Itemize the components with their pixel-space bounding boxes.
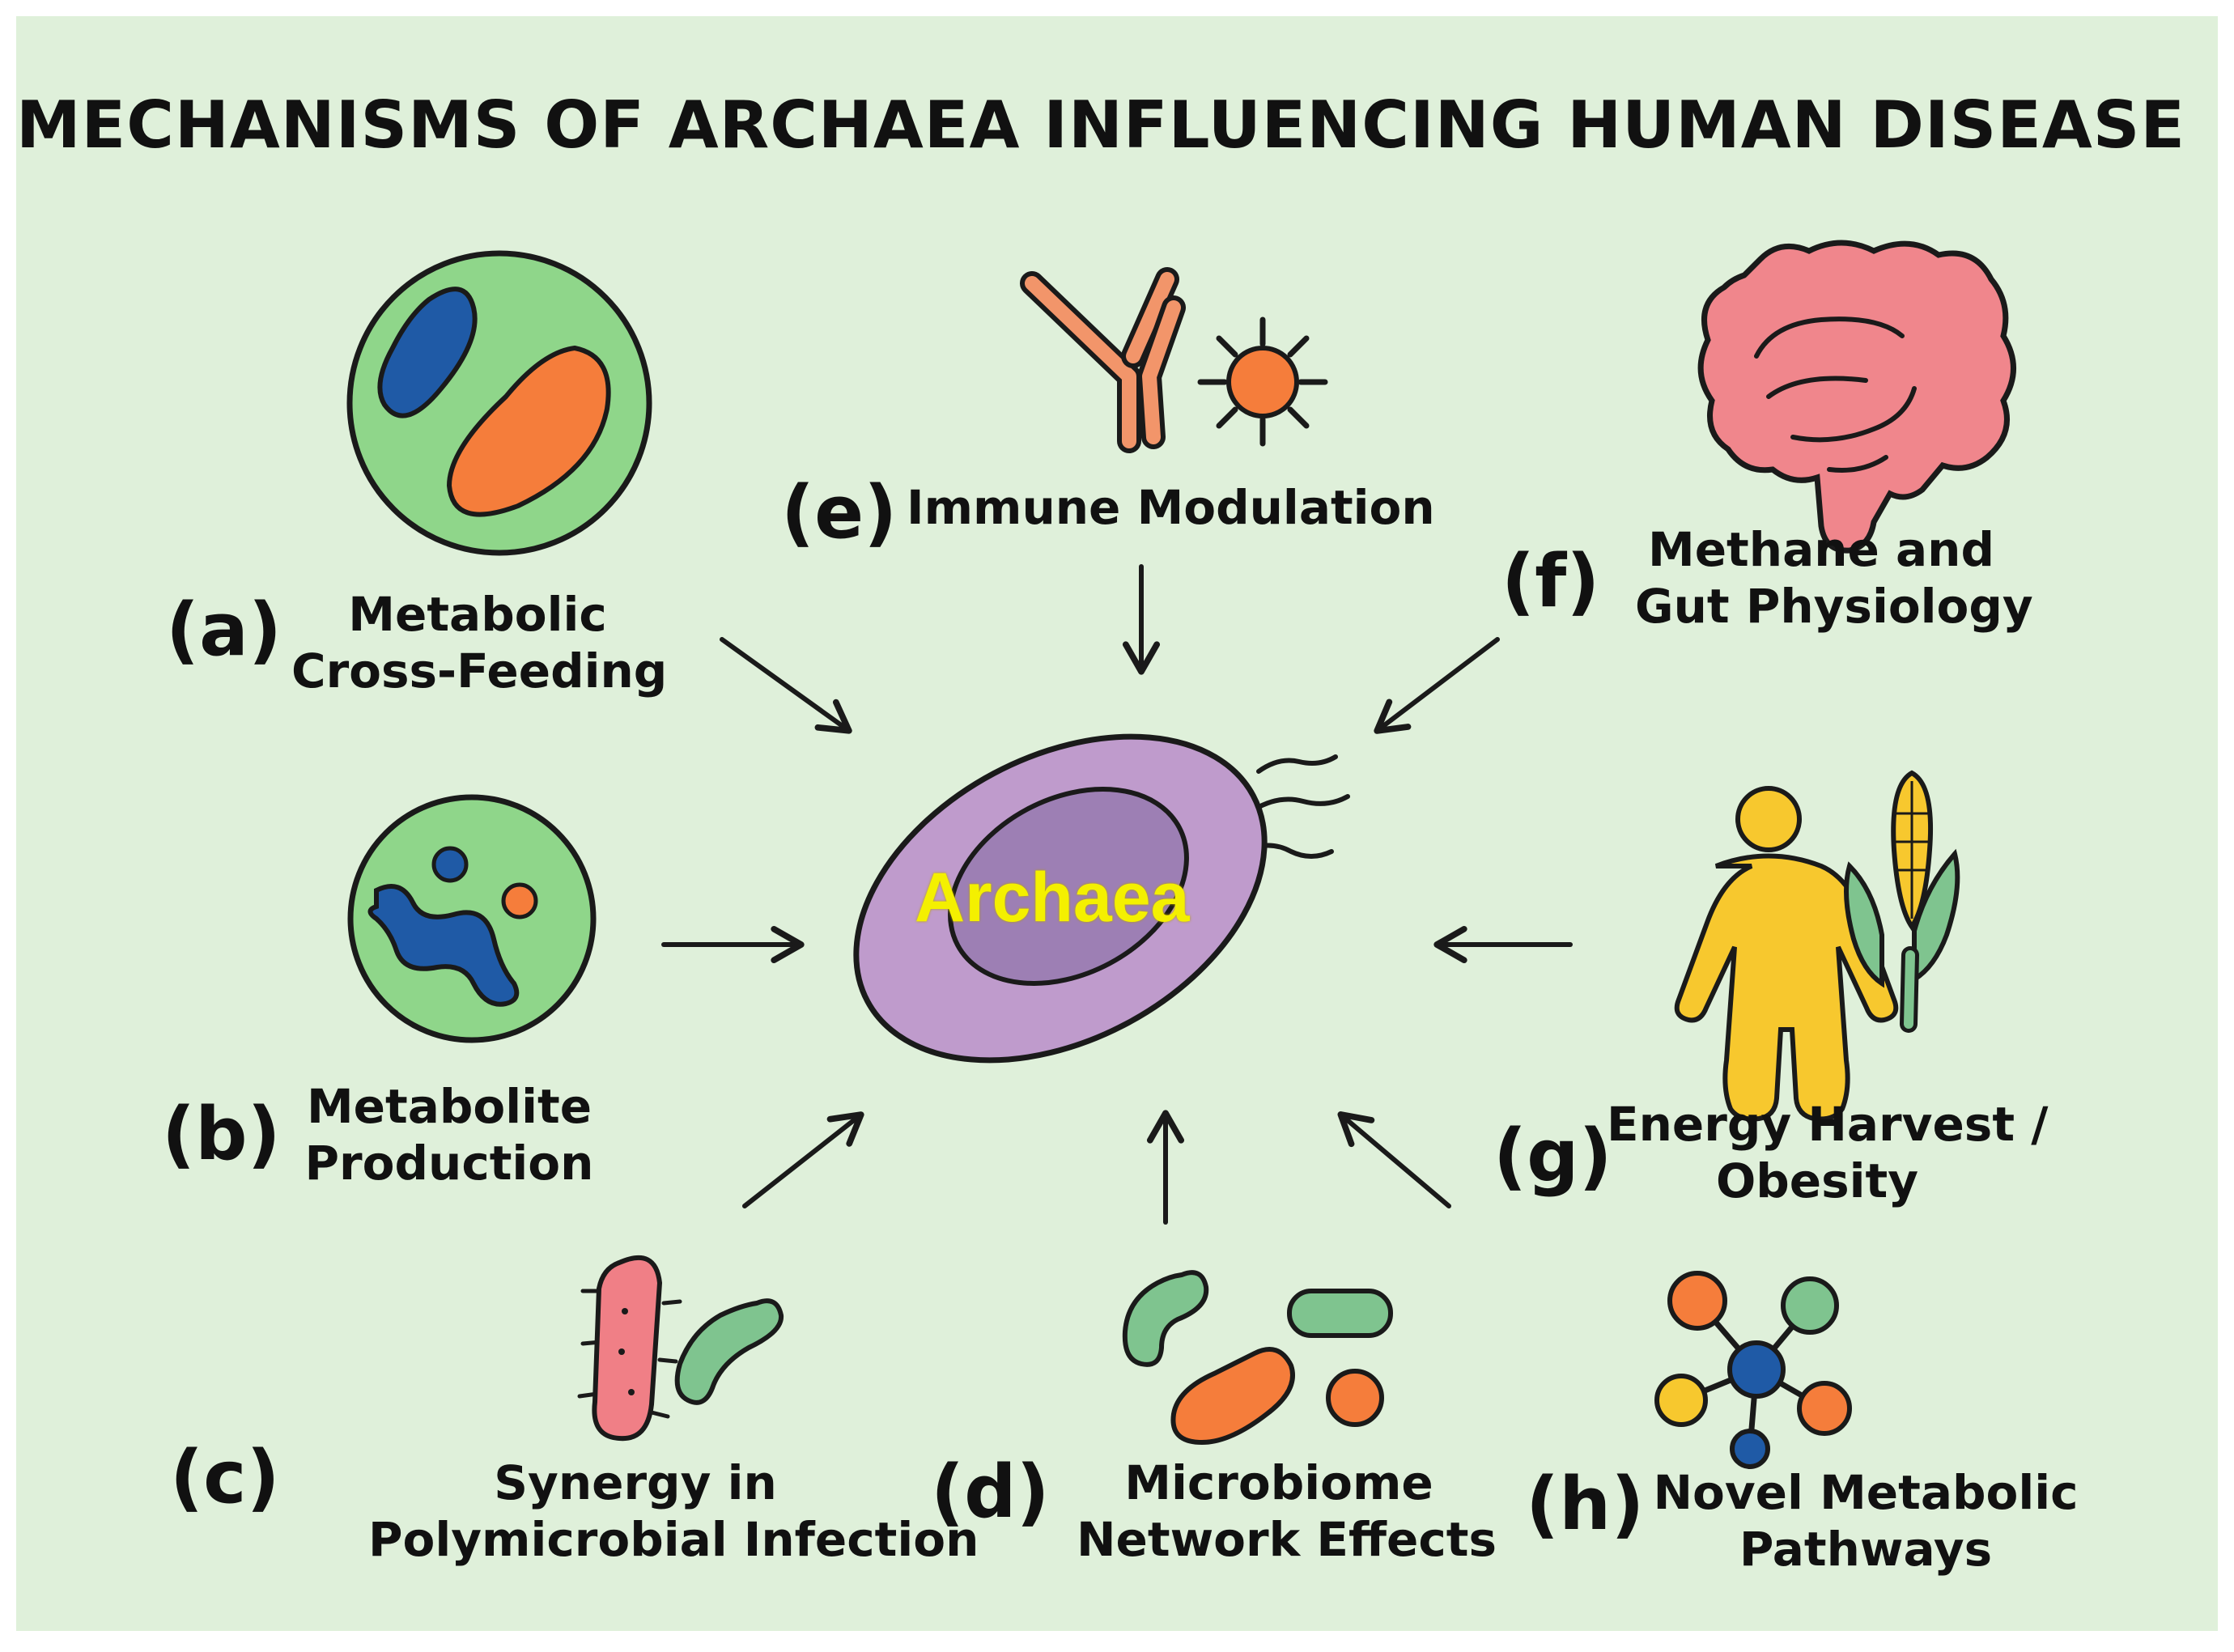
key-g: (g) [1493, 1114, 1612, 1199]
molecule-network-icon [1654, 1271, 1852, 1469]
bacteria-pair-icon [577, 1255, 784, 1442]
label-g: Energy Harvest /Obesity [1607, 1097, 2049, 1208]
arrows [661, 564, 1573, 1225]
microbe-cluster-icon [1122, 1270, 1393, 1446]
diagram-title: MECHANISMS OF ARCHAEA INFLUENCING HUMAN … [15, 87, 2186, 163]
cell-metabolite-icon [347, 794, 597, 1043]
antibody-antigen-icon [1020, 267, 1328, 453]
key-b: (b) [162, 1092, 281, 1177]
person-corn-icon [1674, 770, 1960, 1122]
label-e: Immune Modulation [907, 480, 1435, 535]
arrow-h [1337, 1111, 1451, 1208]
arrow-a [720, 637, 852, 734]
intestine-icon [1697, 240, 2016, 554]
diagram-graphics [346, 240, 2016, 1469]
key-h: (h) [1526, 1462, 1645, 1547]
center-label: Archaea [915, 859, 1190, 936]
archaea-cell-icon [853, 733, 1350, 1064]
key-e: (e) [781, 470, 898, 555]
key-c: (c) [170, 1435, 280, 1520]
key-a: (a) [166, 588, 282, 673]
diagram-canvas [16, 16, 2218, 1631]
arrow-c [742, 1111, 864, 1208]
key-f: (f) [1501, 539, 1600, 624]
key-d: (d) [931, 1450, 1050, 1535]
arrow-f [1374, 637, 1500, 734]
cell-cross-feeding-icon [346, 250, 652, 556]
